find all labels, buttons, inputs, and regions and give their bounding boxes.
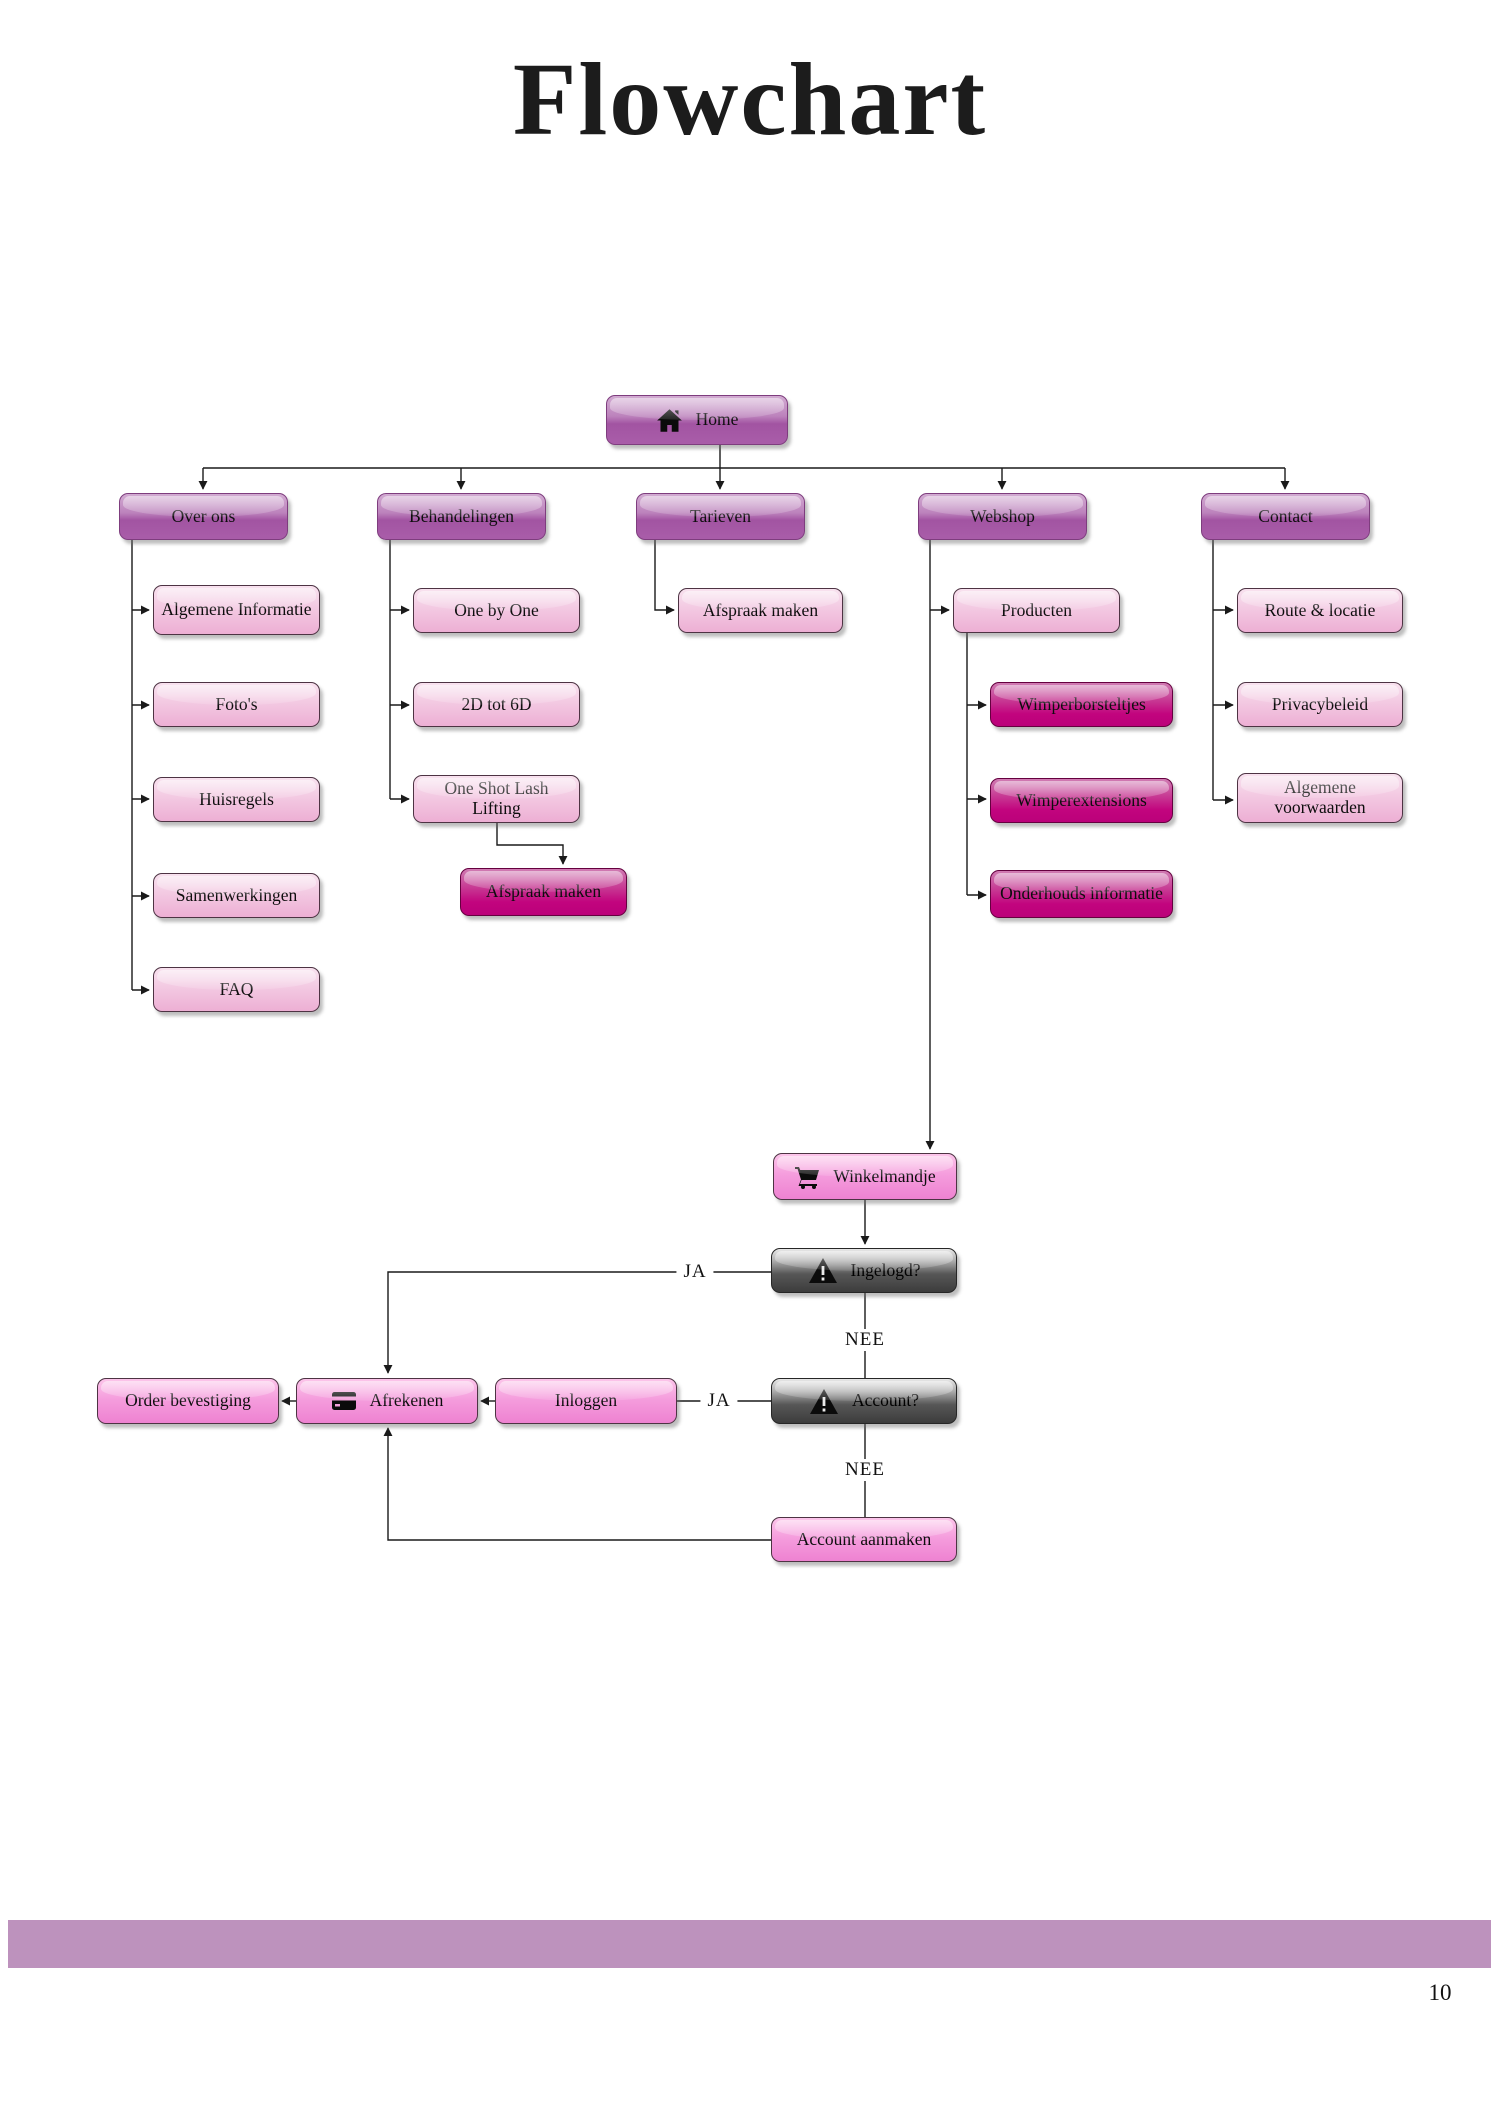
node-2d-tot-6d: 2D tot 6D	[413, 682, 580, 727]
page-title: Flowchart	[512, 42, 988, 157]
node-label: Privacybeleid	[1271, 693, 1369, 714]
connector-tarieven-child	[654, 540, 675, 615]
node-account: Account?	[771, 1378, 957, 1424]
node-label: Algemene voorwaarden	[1274, 777, 1366, 817]
node-order-bevestiging: Order bevestiging	[97, 1378, 279, 1424]
node-label: Huisregels	[199, 788, 274, 809]
warning-icon	[809, 1388, 839, 1415]
home-icon	[656, 408, 683, 433]
node-label: Order bevestiging	[125, 1390, 251, 1411]
node-tarieven: Tarieven	[636, 493, 805, 540]
node-webshop: Webshop	[918, 493, 1087, 540]
node-label: Home	[695, 409, 739, 430]
node-algemene-informatie: Algemene Informatie	[153, 585, 320, 635]
node-label: Tarieven	[690, 505, 751, 526]
node-label: Winkelmandje	[833, 1165, 936, 1186]
connector-lashlifting-afspraak	[496, 823, 568, 865]
node-algemene-voorwaarden: Algemene voorwaarden	[1237, 773, 1403, 823]
node-label: Account aanmaken	[796, 1528, 932, 1549]
node-ingelogd: Ingelogd?	[771, 1248, 957, 1293]
node-home: Home	[606, 395, 788, 445]
node-label: 2D tot 6D	[461, 693, 532, 714]
node-label: FAQ	[219, 978, 254, 999]
node-label: Afspraak maken	[702, 599, 819, 620]
node-label: Wimperborsteltjes	[1017, 693, 1146, 714]
label-nee-ingelogd: NEE	[838, 1329, 892, 1351]
node-label: Wimperextensions	[1016, 789, 1147, 810]
node-label: Account?	[851, 1390, 920, 1411]
footer-bar	[8, 1920, 1491, 1968]
page-number: 10	[1428, 1980, 1452, 2005]
node-faq: FAQ	[153, 967, 320, 1012]
node-wimperextensions: Wimperextensions	[990, 778, 1173, 823]
node-wimperborsteltjes: Wimperborsteltjes	[990, 682, 1173, 727]
node-one-shot-lash-lifting: One Shot Lash Lifting	[413, 775, 580, 823]
node-label: Inloggen	[554, 1390, 618, 1411]
node-producten: Producten	[953, 588, 1120, 633]
cart-icon	[794, 1165, 820, 1189]
node-inloggen: Inloggen	[495, 1378, 677, 1424]
node-label: Contact	[1258, 505, 1313, 526]
node-label: Afrekenen	[369, 1390, 444, 1411]
node-fotos: Foto's	[153, 682, 320, 727]
node-label: Route & locatie	[1264, 599, 1376, 620]
node-label: Onderhouds informatie	[1000, 883, 1163, 904]
node-label: Webshop	[970, 505, 1035, 526]
node-samenwerkingen: Samenwerkingen	[153, 873, 320, 918]
node-behandelingen: Behandelingen	[377, 493, 546, 540]
node-label: Behandelingen	[409, 505, 514, 526]
warning-icon	[808, 1257, 838, 1284]
node-huisregels: Huisregels	[153, 777, 320, 822]
credit-card-icon	[331, 1391, 357, 1411]
connector-aanmaken-afrekenen	[383, 1427, 771, 1541]
node-one-by-one: One by One	[413, 588, 580, 633]
node-contact: Contact	[1201, 493, 1370, 540]
label-ja-ingelogd: JA	[676, 1261, 714, 1283]
node-label: Samenwerkingen	[175, 884, 298, 905]
node-account-aanmaken: Account aanmaken	[771, 1517, 957, 1562]
node-label: Foto's	[215, 693, 258, 714]
node-afrekenen: Afrekenen	[296, 1378, 478, 1424]
node-privacybeleid: Privacybeleid	[1237, 682, 1403, 727]
node-over-ons: Over ons	[119, 493, 288, 540]
node-afspraak-maken-behandelingen: Afspraak maken	[460, 868, 627, 916]
node-label: Afspraak maken	[485, 881, 602, 902]
label-nee-account: NEE	[838, 1459, 892, 1481]
connector-ingelogd-ja-afrekenen	[383, 1271, 771, 1374]
label-ja-account: JA	[700, 1390, 738, 1412]
node-route-locatie: Route & locatie	[1237, 588, 1403, 633]
node-afspraak-maken-tarieven: Afspraak maken	[678, 588, 843, 633]
node-label: One by One	[454, 599, 539, 620]
node-onderhouds-informatie: Onderhouds informatie	[990, 870, 1173, 918]
node-label: Producten	[1001, 599, 1072, 620]
node-label: Over ons	[171, 505, 236, 526]
node-label: One Shot Lash Lifting	[444, 778, 549, 818]
node-label: Ingelogd?	[850, 1259, 921, 1280]
node-winkelmandje: Winkelmandje	[773, 1153, 957, 1200]
node-label: Algemene Informatie	[161, 599, 312, 620]
